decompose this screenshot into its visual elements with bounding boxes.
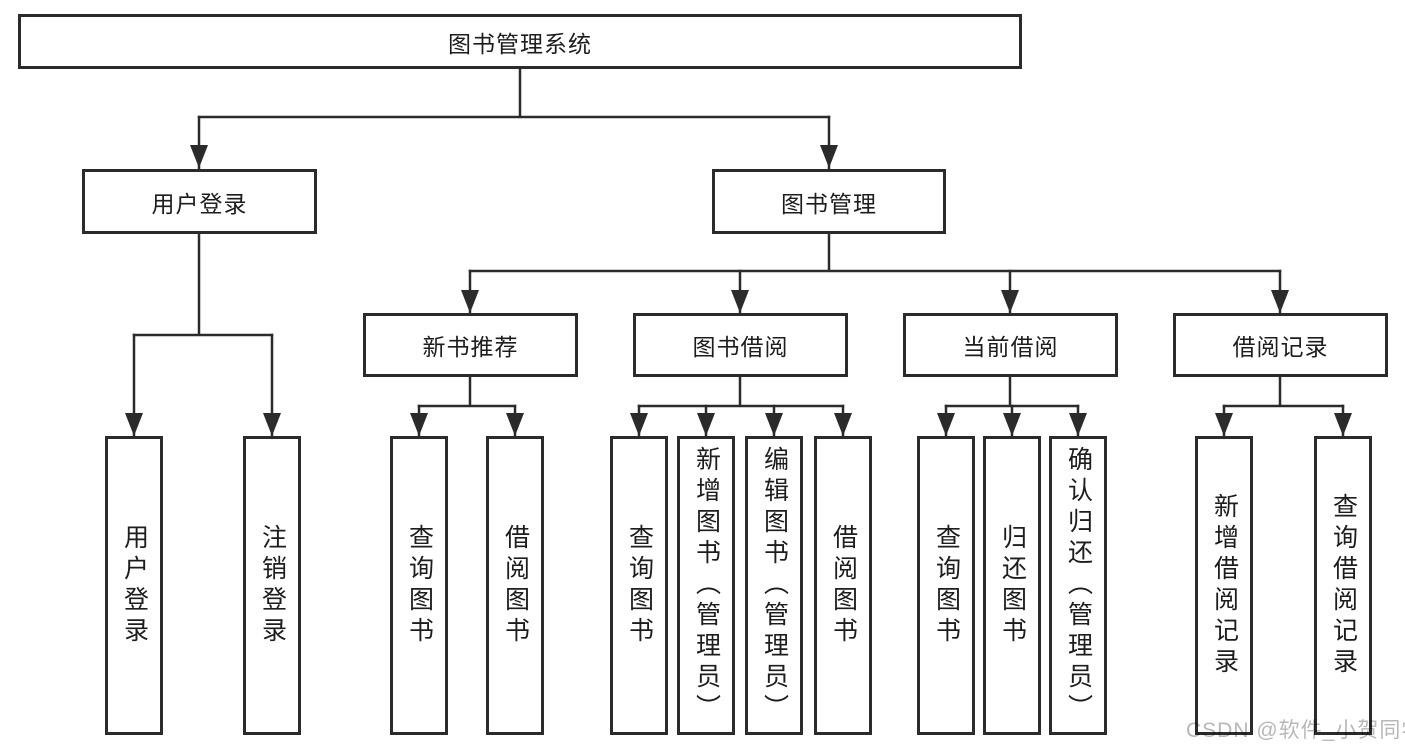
node-label: 当前借阅 (962, 334, 1059, 360)
leaf-label: 新增图书（管理员） (692, 446, 721, 725)
leaf-label: 借阅图书 (501, 523, 530, 648)
leaf-label: 归还图书 (998, 523, 1027, 648)
node-label: 图书管理 (781, 190, 877, 217)
node-label: 图书借阅 (692, 334, 789, 360)
connector-book-borrowing-to-children (630, 375, 852, 438)
node-label: 图书管理系统 (448, 30, 592, 57)
connector-root-to-level2 (190, 67, 838, 170)
leaf-label: 确认归还（管理员） (1064, 446, 1093, 725)
leaf-borrowing-borrow-books: 借阅图书 (814, 436, 872, 735)
leaf-borrowing-edit-books-admin: 编辑图书（管理员） (745, 436, 803, 735)
leaf-logout-login: 注销登录 (243, 436, 301, 735)
node-book-borrowing: 图书借阅 (633, 313, 848, 377)
leaf-label: 新增借阅记录 (1210, 492, 1239, 679)
node-library-system: 图书管理系统 (18, 14, 1022, 69)
leaf-current-return-books: 归还图书 (983, 436, 1041, 735)
leaf-records-add-borrow-record: 新增借阅记录 (1195, 436, 1253, 735)
node-new-book-recommend: 新书推荐 (363, 313, 578, 377)
node-borrowing-records: 借阅记录 (1173, 313, 1388, 377)
node-current-borrowing: 当前借阅 (903, 313, 1118, 377)
leaf-label: 查询图书 (932, 523, 961, 648)
connector-user-login-to-children (125, 232, 281, 438)
leaf-user-login: 用户登录 (105, 436, 163, 735)
leaf-label: 用户登录 (120, 523, 149, 648)
leaf-label: 查询图书 (405, 523, 434, 648)
connector-book-management-to-children (461, 232, 1289, 315)
leaf-label: 借阅图书 (829, 523, 858, 648)
leaf-label: 查询图书 (625, 523, 654, 648)
node-label: 用户登录 (151, 190, 248, 217)
leaf-label: 编辑图书（管理员） (760, 446, 789, 725)
connector-borrowing-records-to-children (1215, 375, 1352, 438)
leaf-borrowing-add-books-admin: 新增图书（管理员） (677, 436, 735, 735)
node-label: 借阅记录 (1232, 334, 1329, 360)
leaf-recommend-borrow-books: 借阅图书 (486, 436, 544, 735)
leaf-borrowing-query-books: 查询图书 (610, 436, 668, 735)
node-user-login: 用户登录 (82, 169, 317, 234)
leaf-current-confirm-return-admin: 确认归还（管理员） (1049, 436, 1107, 735)
connector-new-book-recommend-to-children (410, 375, 524, 438)
leaf-label: 注销登录 (258, 523, 287, 648)
node-label: 新书推荐 (422, 334, 519, 360)
node-book-management: 图书管理 (712, 169, 946, 234)
leaf-records-query-borrow-record: 查询借阅记录 (1314, 436, 1372, 735)
connector-current-borrowing-to-children (937, 375, 1087, 438)
leaf-label: 查询借阅记录 (1329, 492, 1358, 679)
leaf-recommend-query-books: 查询图书 (390, 436, 448, 735)
leaf-current-query-books: 查询图书 (917, 436, 975, 735)
